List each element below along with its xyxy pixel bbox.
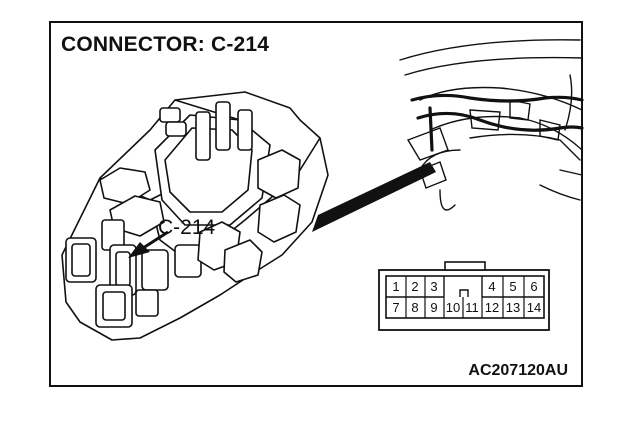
pin-label-2: 2	[411, 279, 418, 294]
pin-label-10: 10	[446, 300, 460, 315]
location-pointer	[312, 162, 436, 232]
harness-bundle	[410, 93, 584, 152]
pin-label-12: 12	[485, 300, 499, 315]
callout-arrow	[128, 230, 169, 258]
pin-label-8: 8	[411, 300, 418, 315]
pin-label-14: 14	[527, 300, 541, 315]
callout-label: C-214	[158, 216, 216, 239]
pin-label-7: 7	[392, 300, 399, 315]
pin-label-6: 6	[530, 279, 537, 294]
pin-label-5: 5	[509, 279, 516, 294]
pin-label-13: 13	[506, 300, 520, 315]
pin-label-4: 4	[488, 279, 495, 294]
pin-label-9: 9	[430, 300, 437, 315]
junction-block-illustration	[61, 91, 329, 341]
figure-code: AC207120AU	[468, 362, 568, 379]
diagram-title: CONNECTOR: C-214	[61, 33, 270, 56]
pin-label-3: 3	[430, 279, 437, 294]
connector-face	[378, 261, 550, 331]
pin-label-1: 1	[392, 279, 399, 294]
pin-label-11: 11	[465, 300, 479, 315]
dashboard-harness-illustration	[399, 39, 583, 211]
